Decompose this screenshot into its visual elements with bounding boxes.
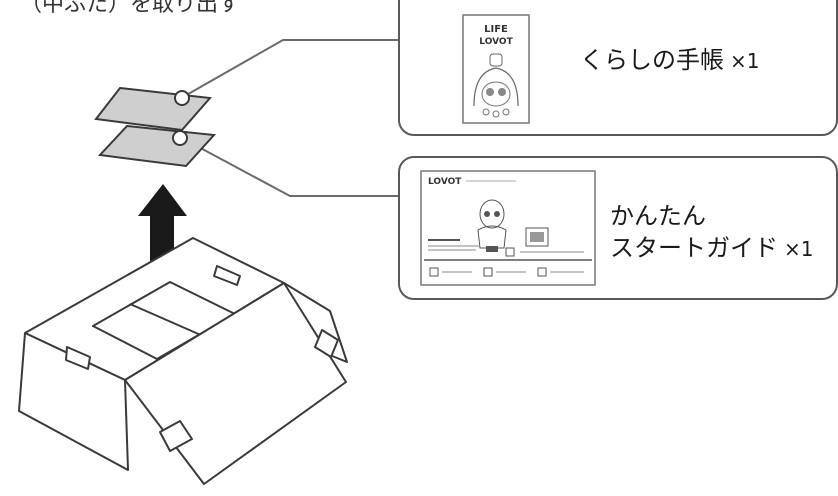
guide-qty: ×1 xyxy=(784,237,814,261)
booklet-label-text: くらしの手帳 xyxy=(580,46,724,74)
callout-guide: LOVOT かんたん スタートガイド×1 xyxy=(398,156,838,300)
guide-cover-thumbnail: LOVOT xyxy=(420,170,596,286)
callout-booklet: LIFE LOVOT くらしの手帳×1 xyxy=(398,0,838,136)
box-front-face xyxy=(18,332,129,471)
leader-line-guide xyxy=(179,136,400,197)
booklet-cover-title-1: LIFE xyxy=(484,24,508,35)
anchor-dot-guide xyxy=(172,130,188,146)
box-tab-left xyxy=(65,346,91,370)
top-caption: （中ふた）を取り出す xyxy=(20,0,241,17)
lift-arrow xyxy=(138,184,187,263)
guide-label-line2: スタートガイド xyxy=(610,234,778,262)
guide-label-line1: かんたん xyxy=(610,202,706,230)
box-tab-top xyxy=(213,265,241,286)
open-box xyxy=(18,237,348,485)
booklet-cover-title-2: LOVOT xyxy=(479,37,513,47)
paper-sheet-booklet xyxy=(94,86,213,132)
box-tab-lid-bottom xyxy=(159,420,193,452)
box-tab-lid-right xyxy=(314,329,339,358)
leader-line-booklet xyxy=(182,39,400,98)
paper-sheet-guide xyxy=(97,124,217,168)
anchor-dot-booklet xyxy=(174,90,190,106)
guide-label: かんたん スタートガイド×1 xyxy=(610,200,813,265)
booklet-cover-thumbnail: LIFE LOVOT xyxy=(462,14,530,124)
booklet-qty: ×1 xyxy=(730,49,760,73)
booklet-label: くらしの手帳×1 xyxy=(580,44,759,77)
guide-cover-logo: LOVOT xyxy=(428,177,462,187)
